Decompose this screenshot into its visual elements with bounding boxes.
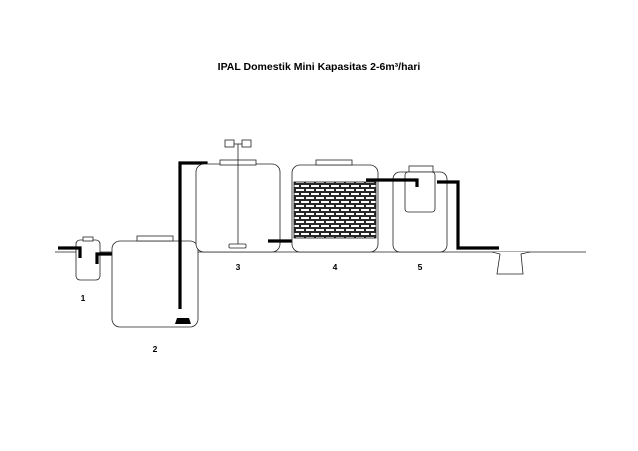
label-unit-3: 3 (236, 262, 241, 272)
unit-1-inlet-box (75, 236, 101, 281)
label-unit-1: 1 (81, 293, 86, 303)
pipe-4-to-5 (366, 178, 419, 187)
label-unit-2: 2 (153, 344, 158, 354)
inlet-pipe (58, 246, 82, 258)
discharge-channel (491, 251, 531, 275)
pump (175, 318, 191, 324)
outlet-pipe (437, 180, 499, 250)
unit-2-tank (111, 235, 199, 328)
label-unit-5: 5 (418, 262, 423, 272)
unit-5-tank (392, 165, 448, 253)
filter-media (293, 181, 377, 239)
label-unit-4: 4 (333, 262, 338, 272)
mixer (224, 139, 252, 249)
unit-4-filter-tank (291, 159, 379, 253)
diagram-title: IPAL Domestik Mini Kapasitas 2-6m³/hari (218, 61, 421, 73)
